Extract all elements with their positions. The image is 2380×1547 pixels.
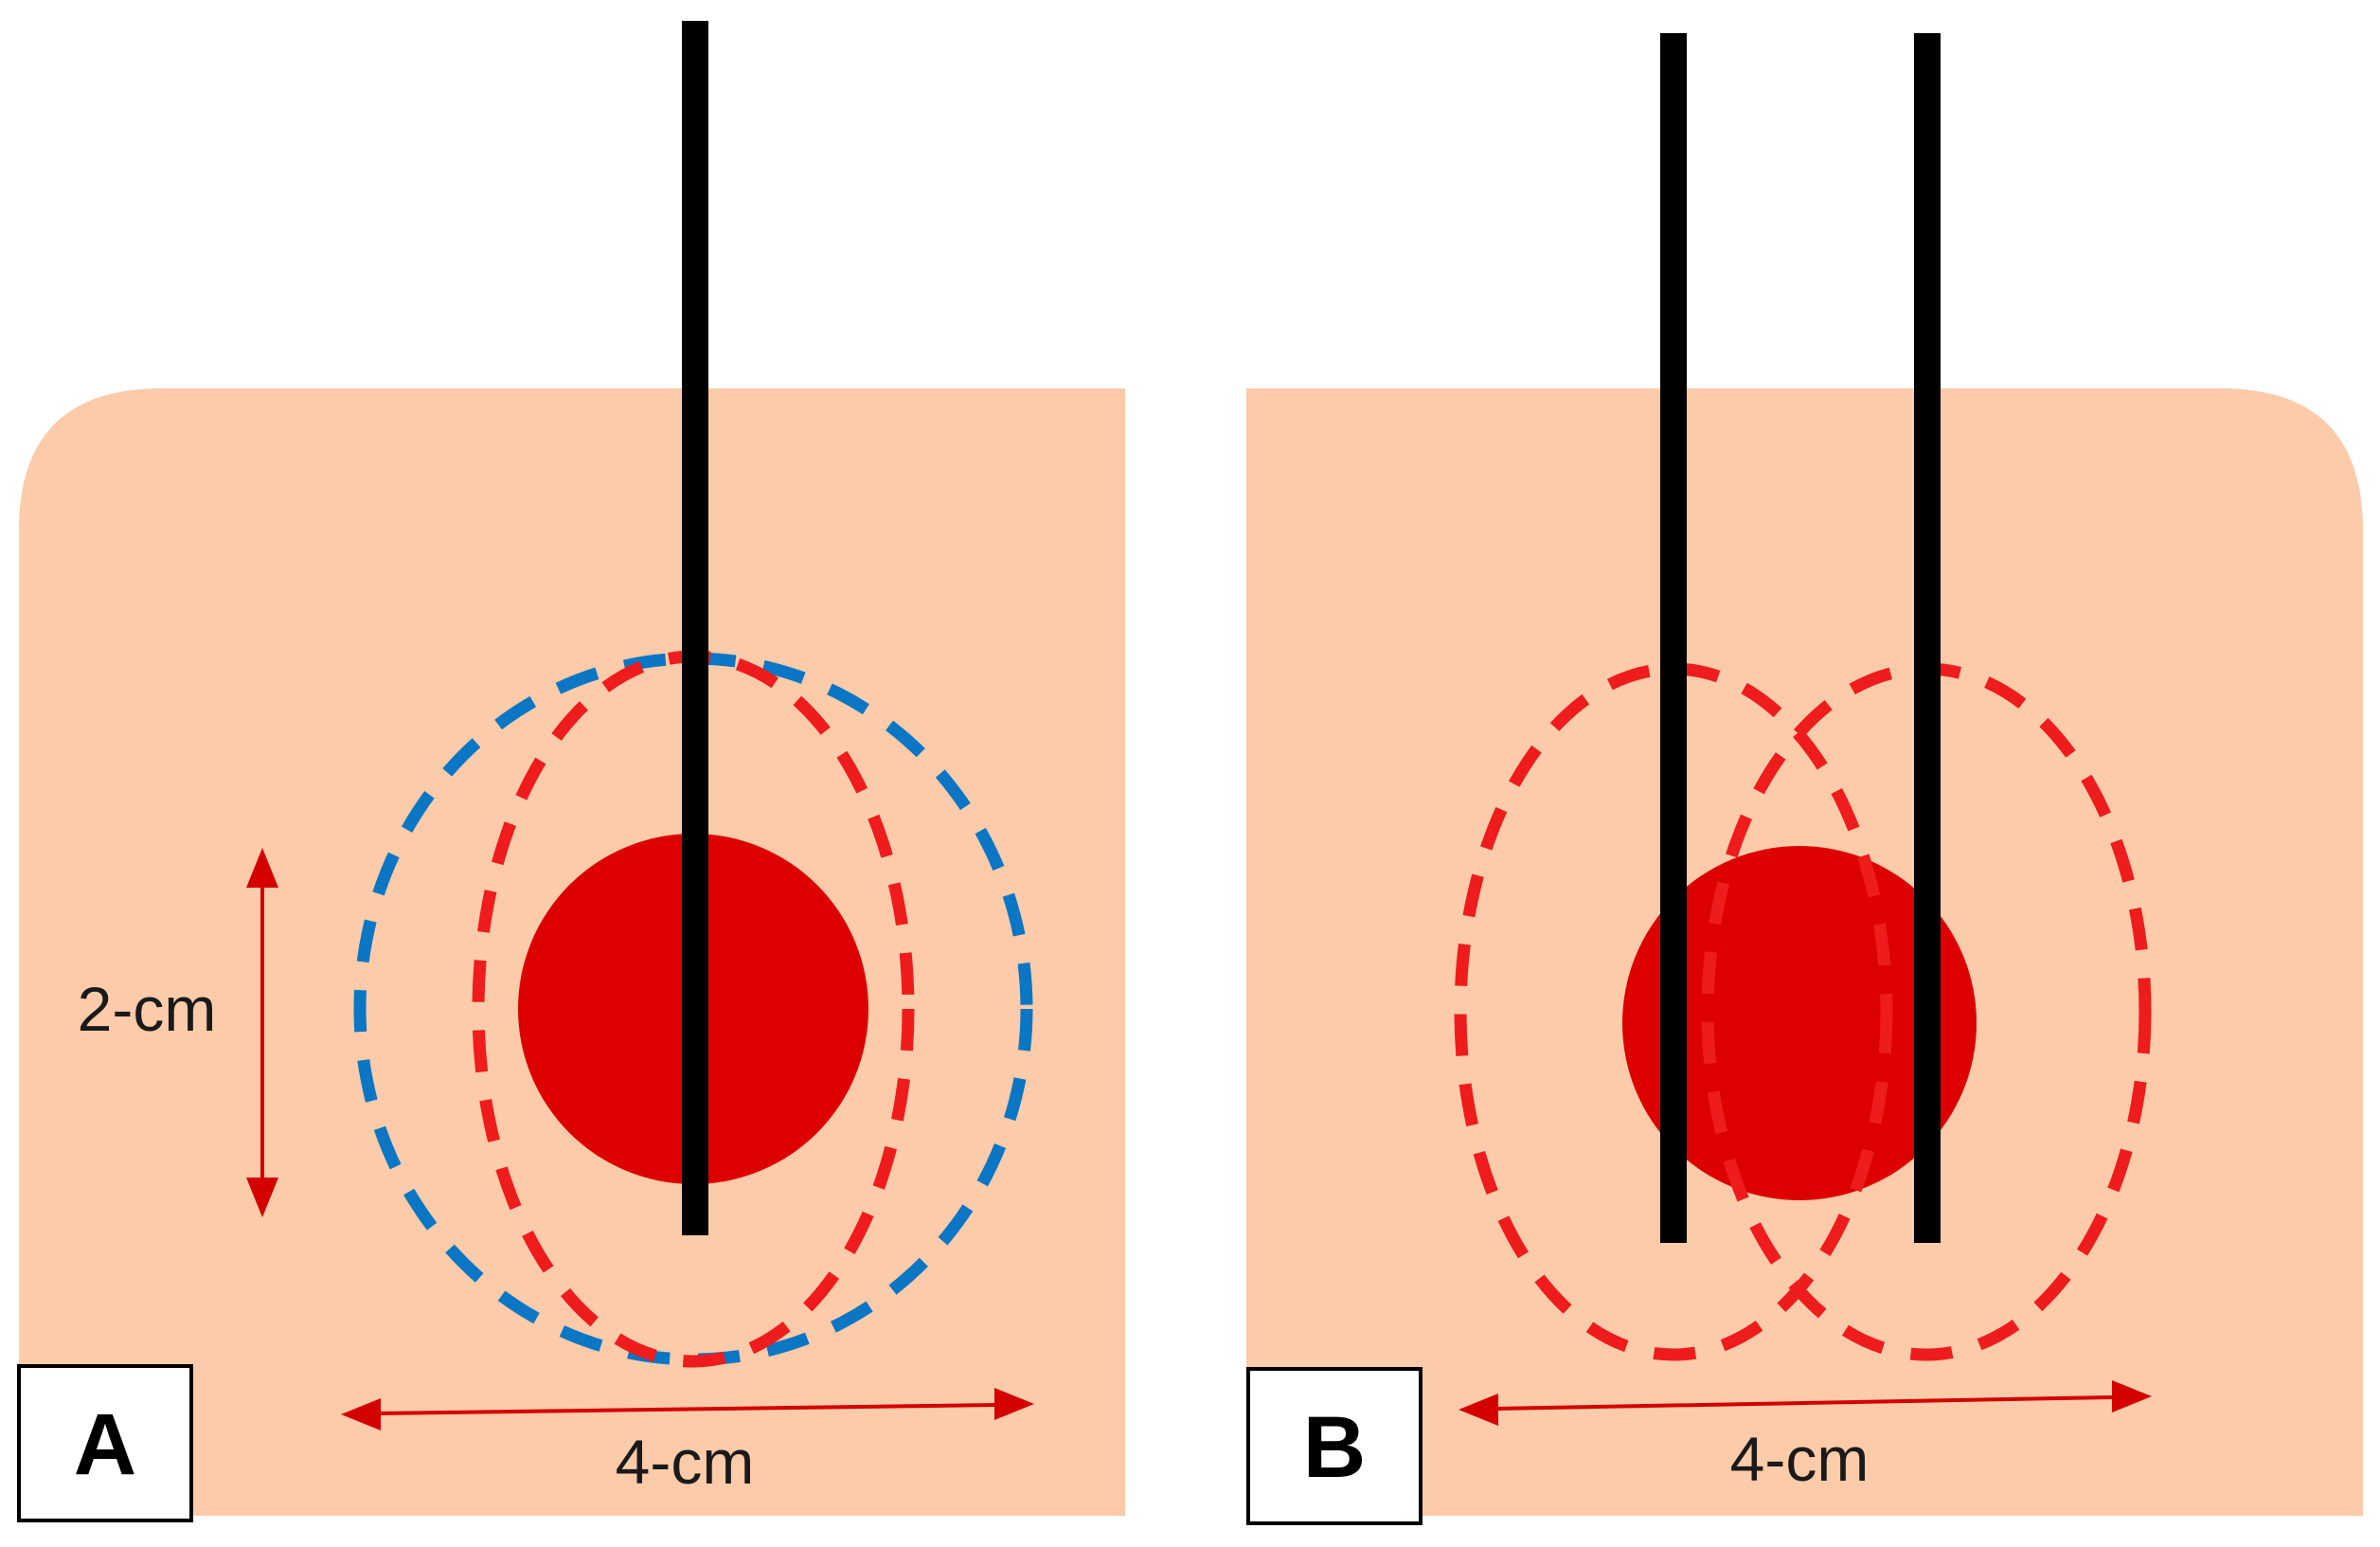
probe-a — [682, 21, 708, 1235]
ablation-zone-blue — [353, 652, 1033, 1366]
dimension-label-horizontal-a: 4-cm — [616, 1427, 755, 1497]
dimension-arrow-horizontal-a — [341, 1388, 1034, 1430]
panel-label-box-b — [1246, 1367, 1423, 1525]
probe-b-left — [1660, 33, 1687, 1243]
dimension-arrow-vertical — [246, 848, 278, 1217]
panel-b: 4-cm B — [1246, 33, 2363, 1525]
panel-label-box-a — [17, 1364, 193, 1522]
panel-label-a: A — [74, 1396, 136, 1493]
dimension-label-horizontal-b: 4-cm — [1730, 1424, 1870, 1494]
dimension-label-vertical: 2-cm — [78, 974, 217, 1044]
panel-a: 2-cm 4-cm A — [17, 21, 1125, 1522]
ablation-zone-red-b-left — [1454, 662, 1893, 1361]
dimension-arrow-horizontal-b — [1458, 1380, 2152, 1426]
panel-label-b: B — [1303, 1399, 1366, 1496]
probe-b-right — [1914, 33, 1941, 1243]
